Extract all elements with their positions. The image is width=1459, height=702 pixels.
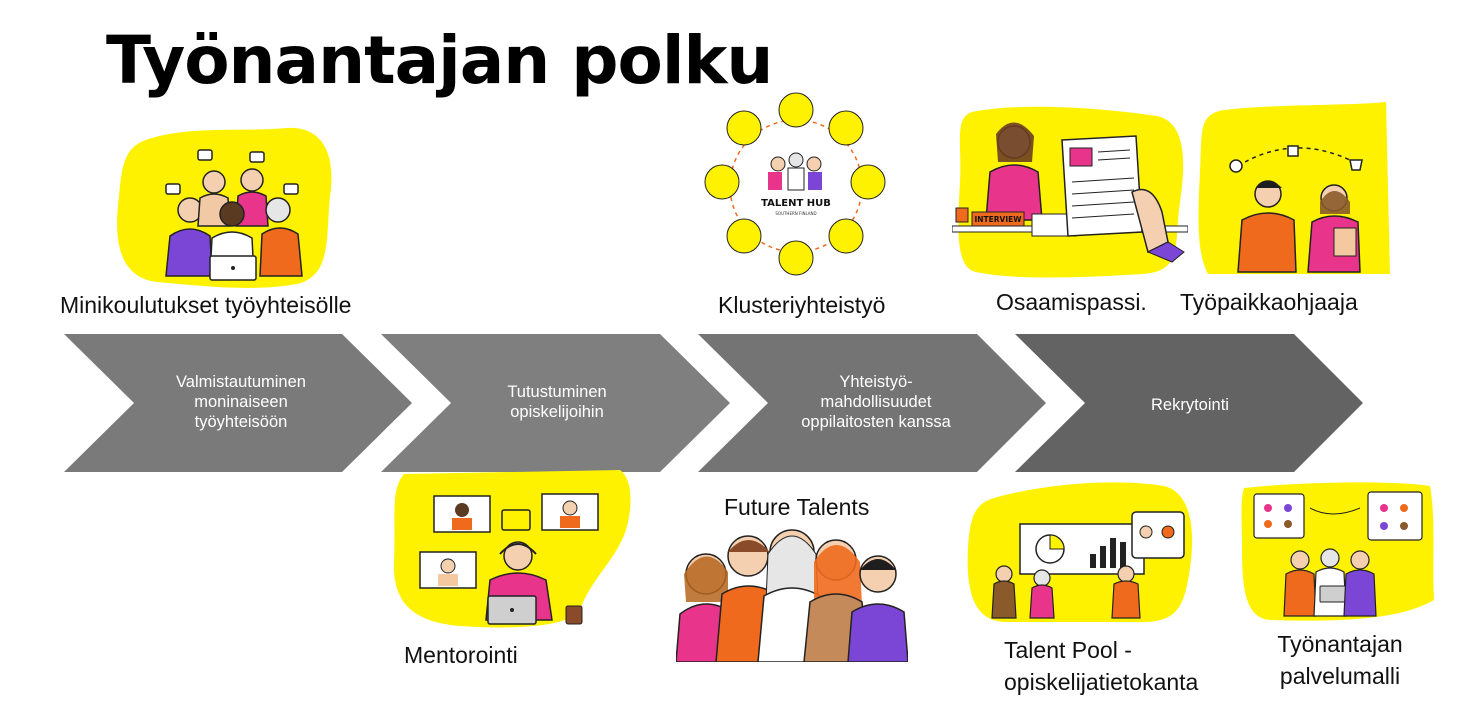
mentoring-illustration bbox=[393, 470, 631, 628]
future-talents-illustration bbox=[676, 529, 908, 662]
label-talent-pool-line-2: opiskelijatietokanta bbox=[1004, 669, 1199, 695]
step-chevron-3[interactable] bbox=[698, 334, 1046, 472]
workplace-instructor-illustration bbox=[1198, 102, 1390, 274]
step-3-label: Yhteistyö- mahdollisuudet oppilaitosten … bbox=[776, 372, 976, 432]
label-palvelumalli-line-2: palvelumalli bbox=[1279, 663, 1401, 689]
step-4-label: Rekrytointi bbox=[1095, 395, 1285, 415]
step-1-label: Valmistautuminen moninaiseen työyhteisöö… bbox=[146, 372, 336, 432]
label-talent-pool: Talent Pool - opiskelijatietokanta bbox=[1004, 636, 1198, 696]
label-minikoulutukset: Minikoulutukset työyhteisölle bbox=[60, 292, 352, 318]
talent-hub-logo-subtext: SOUTHERN FINLAND bbox=[775, 211, 816, 216]
interview-illustration: INTERVIEW bbox=[952, 106, 1188, 278]
page-title: Työnantajan polku bbox=[106, 22, 773, 99]
step-4-line-1: Rekrytointi bbox=[1151, 396, 1229, 414]
step-1-line-1: Valmistautuminen bbox=[176, 373, 306, 391]
interview-sign-text: INTERVIEW bbox=[974, 215, 1022, 224]
talent-hub-illustration: TALENT HUB SOUTHERN FINLAND bbox=[704, 92, 886, 276]
label-mentorointi: Mentorointi bbox=[404, 642, 518, 668]
step-1-line-2: moninaiseen bbox=[194, 393, 288, 411]
label-talent-pool-line-1: Talent Pool - bbox=[1004, 637, 1132, 663]
step-1-line-3: työyhteisöön bbox=[194, 413, 288, 431]
step-2-line-1: Tutustuminen bbox=[507, 383, 607, 401]
step-chevron-2[interactable] bbox=[381, 334, 730, 472]
step-2-label: Tutustuminen opiskelijoihin bbox=[462, 382, 652, 422]
talent-hub-logo-text: TALENT HUB bbox=[761, 198, 831, 209]
label-palvelumalli: Työnantajan palvelumalli bbox=[1276, 630, 1404, 690]
label-klusteriyhteistyo: Klusteriyhteistyö bbox=[718, 292, 886, 318]
step-chevron-4[interactable] bbox=[1015, 334, 1363, 472]
label-osaamispassi: Osaamispassi. bbox=[996, 289, 1147, 315]
label-palvelumalli-line-1: Työnantajan bbox=[1277, 631, 1403, 657]
label-tyopaikkaohjaaja: Työpaikkaohjaaja bbox=[1180, 289, 1358, 315]
label-future-talents: Future Talents bbox=[724, 494, 870, 520]
step-3-line-3: oppilaitosten kanssa bbox=[801, 413, 951, 431]
talent-pool-illustration bbox=[967, 482, 1193, 623]
step-2-line-2: opiskelijoihin bbox=[510, 403, 604, 421]
step-3-line-2: mahdollisuudet bbox=[820, 393, 932, 411]
step-chevron-1[interactable] bbox=[64, 334, 412, 472]
service-model-illustration bbox=[1241, 482, 1434, 621]
step-3-line-1: Yhteistyö- bbox=[839, 373, 913, 391]
team-training-illustration bbox=[117, 127, 332, 288]
